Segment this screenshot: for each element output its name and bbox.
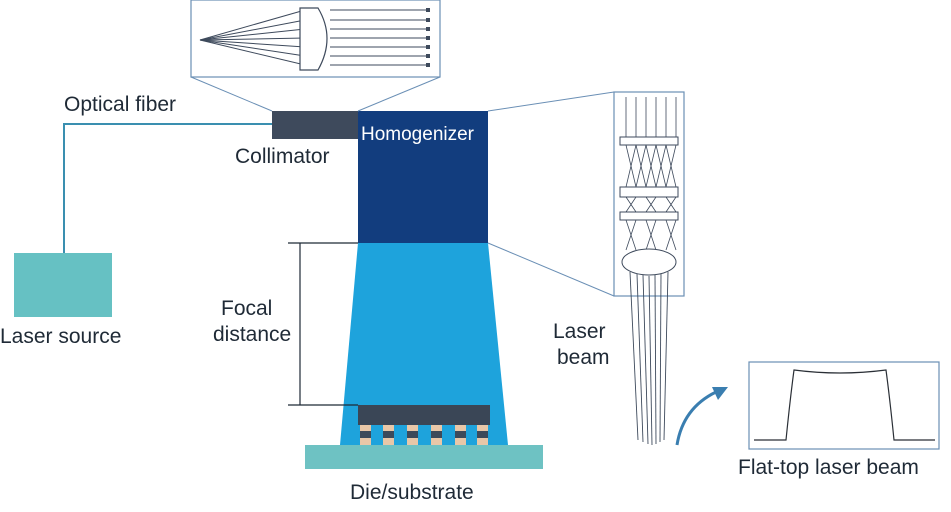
focal-distance-label-line1: Focal [221,297,272,320]
curved-arrow-icon [675,387,728,446]
homogenizer-inset-rays [625,97,677,251]
flat-top-profile [748,361,940,450]
collimator-inset-dots [426,8,430,67]
laser-beam-label-line2: beam [557,346,610,369]
laser-beam-cone [340,243,508,445]
focal-distance-label-line2: distance [213,323,291,346]
homogenizer-inset-lenses [619,136,679,276]
laser-beam-label-line1: Laser [553,320,606,343]
homogenizer-label: Homogenizer [361,124,475,145]
laser-source-label: Laser source [0,325,121,348]
collimator-inset-rays [199,9,428,66]
collimator-block [272,111,358,139]
focal-distance-bracket [288,242,358,406]
substrate-block [305,445,543,469]
solder-bumps [360,425,488,445]
laser-source-box [14,253,112,317]
collimator-inset [190,0,441,112]
flat-top-profile-curve [754,369,935,441]
collimator-inset-lens [299,7,328,71]
collimator-label: Collimator [235,145,330,168]
laser-beam-rays [629,271,669,446]
optical-fiber-line [63,123,274,253]
flat-top-laser-beam-label: Flat-top laser beam [738,456,919,479]
flat-top-profile-frame [748,361,940,450]
homogenizer-block [358,111,488,243]
optical-fiber-label: Optical fiber [64,93,176,116]
die-block [358,405,490,425]
die-substrate-label: Die/substrate [350,481,474,504]
homogenizer-inset [487,91,685,297]
